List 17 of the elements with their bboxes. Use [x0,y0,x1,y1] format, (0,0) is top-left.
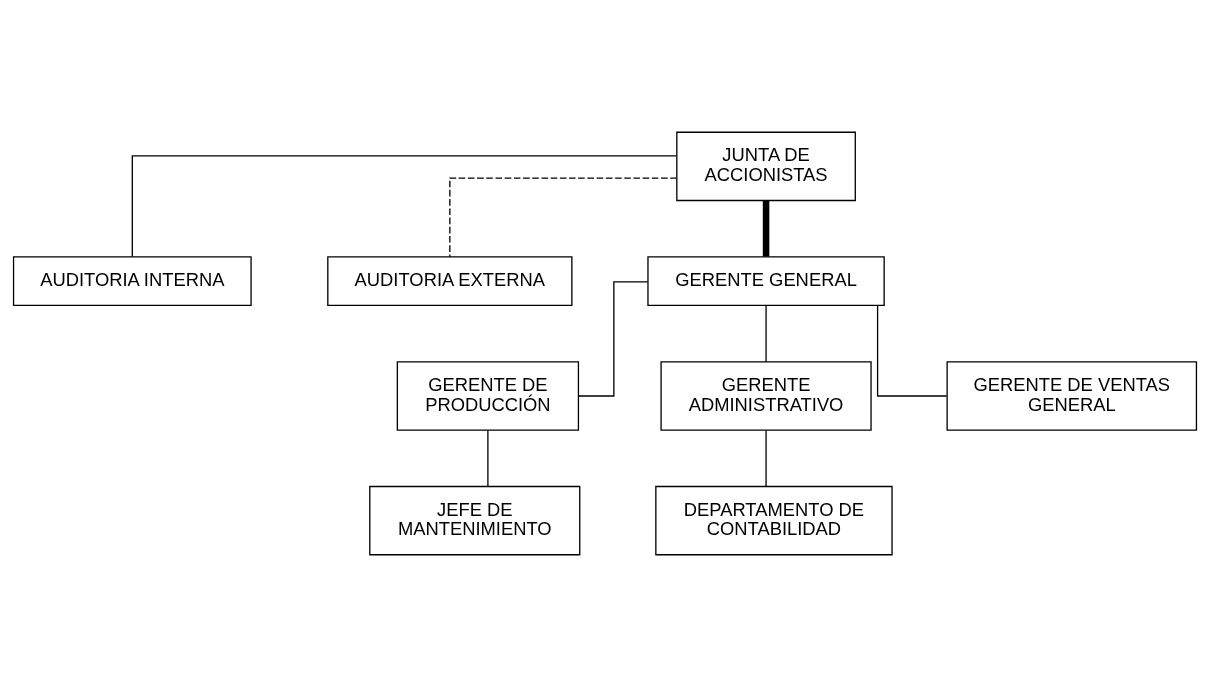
node-box: JEFE DE MANTENIMIENTO [369,485,581,556]
node-box: JUNTA DE ACCIONISTAS [676,131,856,202]
connector [131,155,678,258]
node-box: GERENTE ADMINISTRATIVO [660,361,872,431]
connector [762,200,770,257]
node-box: AUDITORIA INTERNA [12,256,252,307]
node-box: DEPARTAMENTO DE CONTABILIDAD [655,485,893,556]
connector [876,304,948,397]
connector [577,281,649,397]
connector [449,177,678,258]
connector [765,429,767,487]
connector [765,304,767,363]
node-box: AUDITORIA EXTERNA [327,256,573,307]
node-box: GERENTE DE PRODUCCIÓN [396,361,580,431]
node-box: GERENTE DE VENTAS GENERAL [946,361,1198,431]
connector [487,429,489,487]
node-box: GERENTE GENERAL [647,256,885,307]
